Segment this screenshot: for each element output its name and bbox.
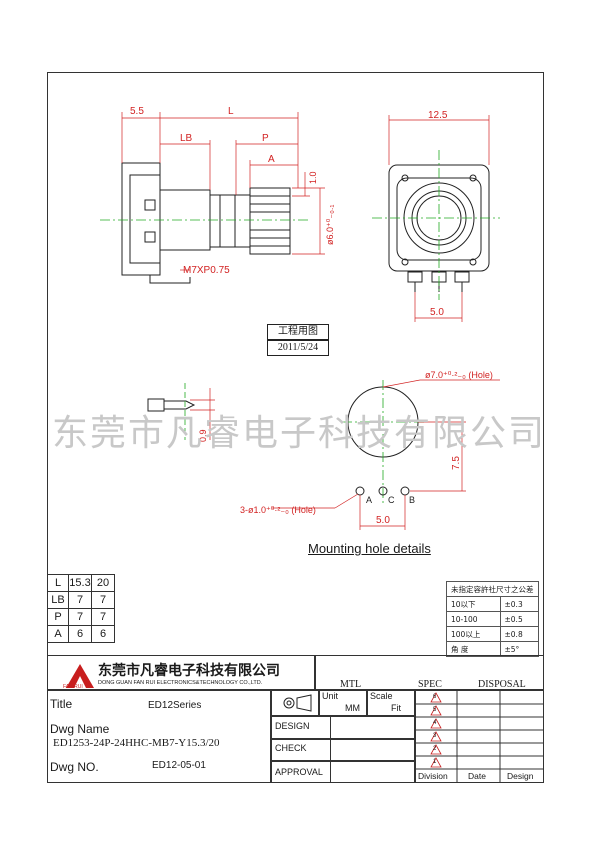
dim-12-5-label: 12.5 (428, 110, 448, 121)
front-dims (388, 115, 490, 322)
revision-4: 4 (433, 720, 437, 726)
dim-table: L 15.3 20 LB 7 7 P 7 7 A 6 6 (47, 574, 115, 643)
table-row: 角 度±5° (446, 641, 539, 657)
company-block (47, 655, 315, 690)
mount-hole-c (378, 486, 388, 496)
pin-c-label: C (388, 495, 395, 505)
table-row: A 6 6 (47, 625, 115, 643)
dwg-no-label: Dwg NO. (50, 760, 99, 774)
unit-cell (319, 690, 367, 716)
company-name-en: DONG GUAN FAN RUI ELECTRONICS&TECHNOLOGY… (98, 680, 263, 686)
approval-cell (271, 761, 415, 783)
approval-label: APPROVAL (275, 767, 323, 777)
dwg-no-value: ED12-05-01 (152, 760, 206, 771)
stamp-line1: 工程用图 (267, 324, 329, 340)
dim-holes-label: 3-ø1.0⁺⁰·²₋₀ (Hole) (240, 505, 316, 515)
mounting-title: Mounting hole details (308, 541, 431, 556)
dim-phi6-label: ø6.0⁺⁰₋₀.₁ (325, 205, 335, 245)
revision-1: 1 (433, 759, 437, 765)
check-cell (271, 739, 415, 761)
watermark: 东莞市凡睿电子科技有限公司 (52, 413, 547, 454)
disposal-label: DISPOSAL (478, 679, 526, 690)
design-label: DESIGN (275, 721, 310, 731)
pin-b-label: B (409, 495, 415, 505)
dim-L-label: L (228, 106, 234, 117)
check-label: CHECK (275, 743, 307, 753)
scale-cell (367, 690, 415, 716)
side-dims (121, 112, 325, 271)
title-info-block (47, 690, 271, 783)
projection-symbol-cell (271, 690, 319, 716)
dwg-name-value: ED1253-24P-24HHC-MB7-Y15.3/20 (53, 737, 220, 749)
revision-3: 3 (433, 733, 437, 739)
dim-0-9-label: 0.9 (198, 429, 208, 442)
dwg-name-label: Dwg Name (50, 722, 110, 736)
scale-value: Fit (391, 703, 401, 713)
design-cell (271, 716, 415, 739)
dim-m7-label: M7XP0.75 (183, 265, 230, 276)
tolerance-table: 未指定容許社尺寸之公差 10以下±0.3 10-100±0.5 100以上±0.… (446, 581, 539, 657)
dim-5-5-label: 5.5 (130, 106, 144, 117)
revision-2: 2 (433, 746, 437, 752)
date-label: Date (468, 771, 486, 781)
signature-col (330, 716, 415, 783)
table-row: P 7 7 (47, 608, 115, 626)
dim-7-5-label: 7.5 (451, 456, 462, 470)
mtl-label: MTL (340, 679, 362, 690)
side-view (121, 162, 291, 284)
table-row: 100以上±0.8 (446, 626, 539, 642)
dim-5-0-top-label: 5.0 (430, 307, 444, 318)
table-row: LB 7 7 (47, 591, 115, 609)
division-label: Division (418, 771, 448, 781)
design-col-label: Design (507, 771, 534, 781)
spec-label: SPEC (418, 679, 442, 690)
dim-P-label: P (262, 133, 269, 144)
dim-5-0-bottom-label: 5.0 (376, 515, 390, 526)
stamp-line2: 2011/5/24 (267, 340, 329, 356)
title-value: ED12Series (148, 700, 202, 711)
revision-6: 6 (433, 694, 437, 700)
dim-A-label: A (268, 154, 275, 165)
table-row: 10-100±0.5 (446, 611, 539, 627)
dim-phi7-label: ø7.0⁺⁰·²₋₀ (Hole) (425, 370, 493, 380)
revision-5: 5 (433, 707, 437, 713)
scale-label: Scale (370, 691, 393, 701)
unit-value: MM (345, 703, 360, 713)
pin-detail (147, 398, 196, 412)
dim-LB-label: LB (180, 133, 193, 144)
mtl-spec-block (315, 655, 544, 690)
unit-label: Unit (322, 691, 339, 701)
table-row: L 15.3 20 (47, 574, 115, 592)
dim-1-0-label: 1.0 (308, 171, 318, 184)
company-name-cn: 东莞市凡睿电子科技有限公司 (98, 662, 280, 678)
logo-text: FAN RUI (63, 684, 83, 690)
title-label: Title (50, 697, 73, 711)
revision-grid (415, 690, 544, 783)
pin-a-label: A (366, 495, 372, 505)
